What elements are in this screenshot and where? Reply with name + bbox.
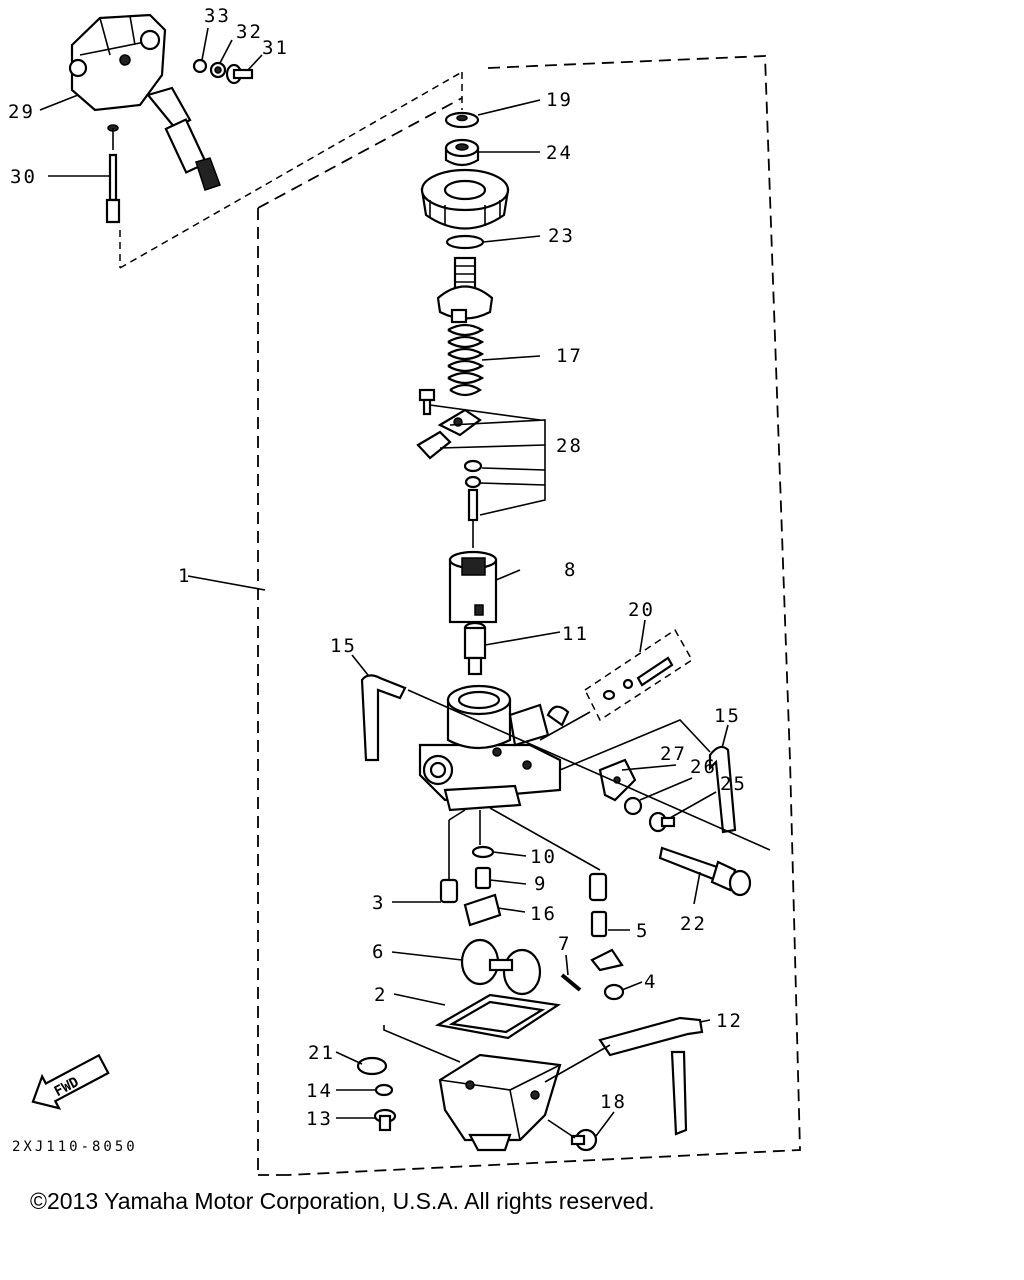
mixing-chamber-top [436, 256, 494, 324]
drain-screw-18 [570, 1128, 598, 1152]
callout-19: 19 [546, 89, 573, 111]
overflow-hose-12 [598, 1016, 704, 1136]
float-pin-7 [560, 973, 582, 992]
callout-10: 10 [530, 846, 557, 868]
callout-4: 4 [644, 971, 657, 993]
baffle-16 [463, 893, 502, 927]
needle-valve-5 [588, 872, 624, 972]
diagram-code: 2XJ110-8050 [12, 1139, 138, 1155]
callout-6: 6 [372, 941, 385, 963]
fwd-arrow: FWD [31, 1053, 110, 1110]
callout-labels: 1 2 3 4 5 6 7 8 9 10 11 12 13 14 15 15 1… [8, 5, 747, 1130]
screw-4 [603, 983, 625, 1001]
washer-19 [444, 111, 480, 129]
callout-12: 12 [716, 1010, 743, 1032]
screw-26 [623, 796, 643, 816]
leader-lines [39, 27, 771, 1139]
callout-7: 7 [558, 933, 571, 955]
hose-15-right [708, 745, 737, 834]
throttle-stop-kit-20 [584, 628, 693, 722]
needle-jet-11 [463, 621, 487, 676]
callout-26: 26 [690, 756, 717, 778]
callout-8: 8 [564, 559, 577, 581]
callout-3: 3 [372, 892, 385, 914]
float-6 [460, 938, 542, 996]
callout-15-left: 15 [330, 635, 357, 657]
callout-29: 29 [8, 101, 35, 123]
callout-22: 22 [680, 913, 707, 935]
screw-25 [648, 811, 676, 833]
callout-17: 17 [556, 345, 583, 367]
callout-24: 24 [546, 142, 573, 164]
callout-13: 13 [306, 1108, 333, 1130]
o-ring-23 [445, 234, 485, 250]
main-jet-10 [471, 845, 495, 859]
callout-14: 14 [306, 1080, 333, 1102]
callout-16: 16 [530, 903, 557, 925]
carburetor-body [418, 684, 570, 812]
gasket-2 [434, 993, 562, 1040]
plate-21 [356, 1056, 388, 1076]
callout-33: 33 [204, 5, 231, 27]
screw-13 [373, 1108, 397, 1132]
throttle-housing-29 [68, 13, 221, 191]
float-bowl [438, 1053, 562, 1152]
callout-30: 30 [10, 166, 37, 188]
top-cap-ring [420, 168, 510, 230]
callout-31: 31 [262, 37, 289, 59]
assembly-boundary [119, 55, 801, 1176]
spring-17 [447, 323, 485, 397]
callout-5: 5 [636, 920, 649, 942]
starter-plunger-22 [658, 846, 752, 897]
choke-lever-27 [598, 758, 637, 802]
throttle-cable-30 [105, 124, 121, 224]
cap-nut-24 [444, 138, 480, 167]
callout-9: 9 [534, 873, 547, 895]
throttle-valve-8 [448, 550, 498, 624]
callout-23: 23 [548, 225, 575, 247]
callout-11: 11 [562, 623, 589, 645]
carburetor-exploded-diagram: 1 2 3 4 5 6 7 8 9 10 11 12 13 14 15 15 1… [8, 5, 801, 1176]
washer-14 [374, 1083, 394, 1097]
callout-18: 18 [600, 1091, 627, 1113]
main-jet-9 [474, 866, 492, 890]
callout-1: 1 [178, 565, 191, 587]
callout-27: 27 [660, 743, 687, 765]
hose-15-left [360, 674, 407, 762]
callout-20: 20 [628, 599, 655, 621]
callout-15-right: 15 [714, 705, 741, 727]
callout-2: 2 [374, 984, 387, 1006]
callout-21: 21 [308, 1042, 335, 1064]
callout-28: 28 [556, 435, 583, 457]
pilot-jet-3 [439, 820, 459, 904]
callout-32: 32 [236, 21, 263, 43]
cable-fittings-31-33 [192, 58, 254, 85]
copyright-notice: ©2013 Yamaha Motor Corporation, U.S.A. A… [30, 1188, 655, 1214]
callout-25: 25 [720, 773, 747, 795]
needle-kit-28 [416, 388, 546, 548]
